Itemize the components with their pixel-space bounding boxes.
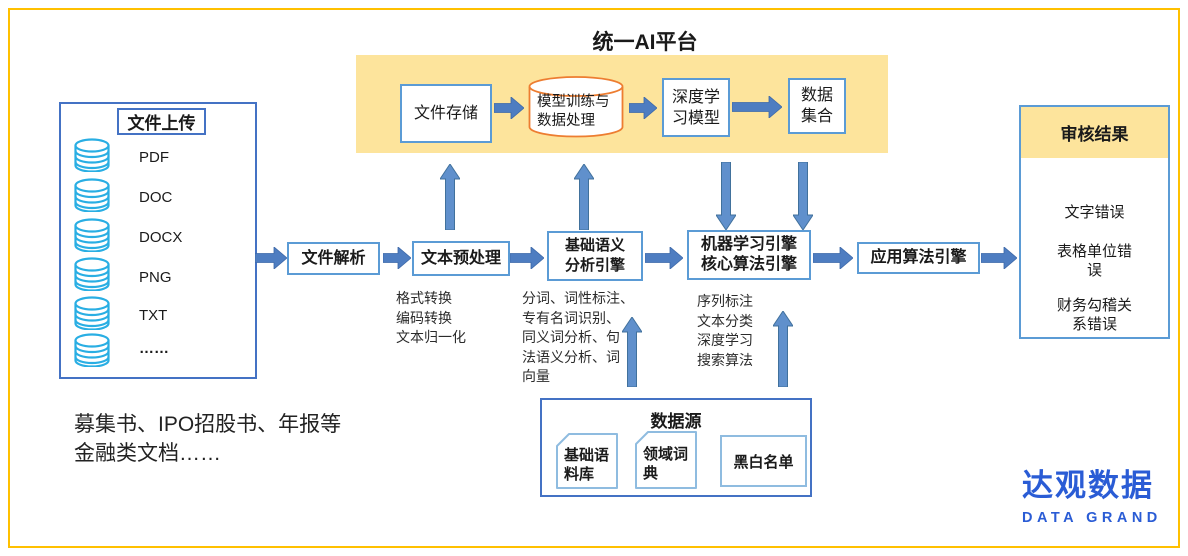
- data-source-title: 数据源: [650, 412, 702, 431]
- arrow-right-icon: [645, 247, 683, 269]
- database-icon: [74, 257, 110, 291]
- file-type-label: PNG: [139, 269, 172, 286]
- model-training-cylinder: 模型训练与 数据处理: [528, 76, 624, 138]
- database-icon: [74, 296, 110, 330]
- blacklist-box: 黑白名单: [720, 435, 807, 487]
- text-preprocess-box: 文本预处理: [412, 241, 510, 276]
- ml-note: 序列标注 文本分类 深度学习 搜索算法: [697, 293, 753, 368]
- arrow-up-icon: [773, 311, 793, 387]
- database-icon: [74, 138, 110, 172]
- arrow-right-icon: [494, 97, 524, 119]
- corpus-label: 基础语 料库: [564, 447, 610, 483]
- logo-english-text: DATA GRAND: [1022, 510, 1162, 526]
- ml-engine-box: 机器学习引擎 核心算法引擎: [687, 230, 811, 280]
- dictionary-label: 领域词 典: [643, 446, 689, 482]
- document-card-icon: [635, 431, 697, 489]
- logo-chinese-text: 达观数据: [1022, 468, 1154, 503]
- datagrand-logo: 达观数据 DATA GRAND: [1022, 460, 1162, 526]
- arrow-right-icon: [629, 97, 657, 119]
- deep-learning-box: 深度学 习模型: [662, 78, 730, 137]
- result-item: 表格单位错 误: [1056, 243, 1132, 279]
- model-training-label: 模型训练与 数据处理: [537, 94, 610, 129]
- file-type-label: PDF: [139, 149, 169, 166]
- arrow-right-icon: [383, 247, 411, 269]
- database-icon: [74, 333, 110, 367]
- file-type-label: ……: [139, 340, 169, 357]
- file-upload-title: 文件上传: [117, 108, 206, 135]
- file-type-label: DOCX: [139, 229, 183, 246]
- arrow-right-icon: [981, 247, 1017, 269]
- file-type-label: DOC: [139, 189, 173, 206]
- file-storage-box: 文件存储: [400, 84, 492, 143]
- arrow-right-icon: [510, 247, 544, 269]
- document-types-description: 募集书、IPO招股书、年报等 金融类文档……: [74, 413, 342, 465]
- arrow-right-icon: [813, 247, 853, 269]
- arrow-right-icon: [255, 247, 287, 269]
- database-icon: [74, 218, 110, 252]
- arrow-right-icon: [732, 96, 782, 118]
- arrow-up-icon: [574, 164, 594, 230]
- arrow-down-icon: [716, 162, 736, 230]
- database-icon: [74, 178, 110, 212]
- result-item: 财务勾稽关 系错误: [1056, 297, 1132, 333]
- semantic-note: 分词、词性标注、 专有名词识别、 同义词分析、句 法语义分析、词 向量: [522, 290, 634, 384]
- data-collection-box: 数据 集合: [788, 78, 846, 134]
- preprocess-note: 格式转换 编码转换 文本归一化: [396, 290, 466, 345]
- arrow-down-icon: [793, 162, 813, 230]
- outer-gold-border: [8, 8, 1180, 548]
- corpus-card: 基础语 料库: [556, 433, 618, 489]
- file-type-label: TXT: [139, 307, 168, 324]
- page-title: 统一AI平台: [592, 31, 698, 54]
- arrow-up-icon: [440, 164, 460, 230]
- semantic-engine-box: 基础语义 分析引擎: [547, 231, 643, 281]
- arrow-up-icon: [622, 317, 642, 387]
- audit-results-panel: 审核结果 文字错误 表格单位错 误 财务勾稽关 系错误: [1019, 105, 1170, 339]
- dictionary-card: 领域词 典: [635, 431, 697, 489]
- result-item: 文字错误: [1064, 204, 1125, 221]
- applied-engine-box: 应用算法引擎: [857, 242, 980, 274]
- audit-results-title: 审核结果: [1021, 107, 1168, 158]
- data-source-panel: 数据源 基础语 料库 领域词 典 黑白名单: [540, 398, 812, 497]
- document-card-icon: [556, 433, 618, 489]
- file-parse-box: 文件解析: [287, 242, 380, 275]
- database-cylinder-icon: [528, 76, 624, 138]
